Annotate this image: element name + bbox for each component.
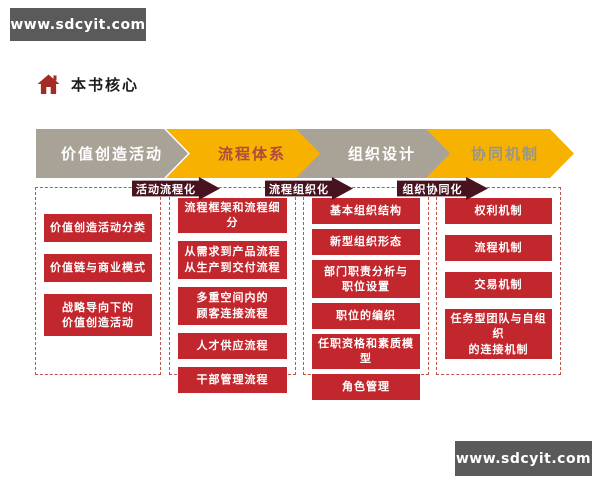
stage-arrow-org-design: 组织设计 [296,129,458,178]
stage-label: 协同机制 [470,145,539,163]
site-banner-bottom: www.sdcyit.com [455,441,592,476]
stage-arrow-synergy-mechanism: 协同机制 [426,129,574,178]
column-process-system: 流程框架和流程细分 从需求到产品流程 从生产到交付流程 多重空间内的 顾客连接流… [169,187,296,393]
column-synergy-mechanism: 权利机制 流程机制 交易机制 任务型团队与自组织 的连接机制 [436,187,561,375]
list-item: 基本组织结构 [312,198,420,224]
list-item: 流程框架和流程细分 [178,198,287,233]
list-item: 部门职责分析与 职位设置 [312,260,420,298]
home-icon [36,72,61,96]
list-item: 新型组织形态 [312,229,420,255]
list-item: 战略导向下的 价值创造活动 [44,294,152,336]
site-url: www.sdcyit.com [10,16,146,33]
stage-arrow-process-system: 流程体系 [166,129,328,178]
list-item: 从需求到产品流程 从生产到交付流程 [178,240,287,279]
list-item: 流程机制 [445,235,552,261]
page-title: 本书核心 [71,75,140,94]
site-banner-top: www.sdcyit.com [10,8,146,41]
list-item: 任务型团队与自组织 的连接机制 [445,309,552,360]
transition-label: 活动流程化 [136,182,196,196]
list-item: 干部管理流程 [178,366,287,393]
page-header: 本书核心 [36,72,139,96]
transition-label: 流程组织化 [269,182,329,196]
list-item: 人才供应流程 [178,332,287,359]
stage-label: 流程体系 [217,145,286,163]
list-item: 价值链与商业模式 [44,254,152,282]
list-item: 交易机制 [445,272,552,298]
list-item: 职位的编织 [312,303,420,329]
column-org-design: 基本组织结构 新型组织形态 部门职责分析与 职位设置 职位的编织 任职资格和素质… [303,187,429,400]
list-item: 角色管理 [312,373,420,400]
list-item: 权利机制 [445,198,552,224]
transition-label: 组织协同化 [402,182,463,196]
list-item: 任职资格和素质模型 [312,334,420,369]
list-item: 多重空间内的 顾客连接流程 [178,286,287,325]
stage-label: 组织设计 [347,145,416,163]
column-value-creation: 价值创造活动分类 价值链与商业模式 战略导向下的 价值创造活动 [35,187,161,375]
transition-arrow-process-organization: 流程组织化 [265,177,353,200]
transition-arrow-activity-processization: 活动流程化 [132,177,220,200]
transition-arrow-org-synergy: 组织协同化 [397,177,488,200]
stage-arrow-value-creation: 价值创造活动 [36,129,188,178]
stage-label: 价值创造活动 [60,145,163,163]
site-url: www.sdcyit.com [455,450,592,467]
list-item: 价值创造活动分类 [44,214,152,242]
